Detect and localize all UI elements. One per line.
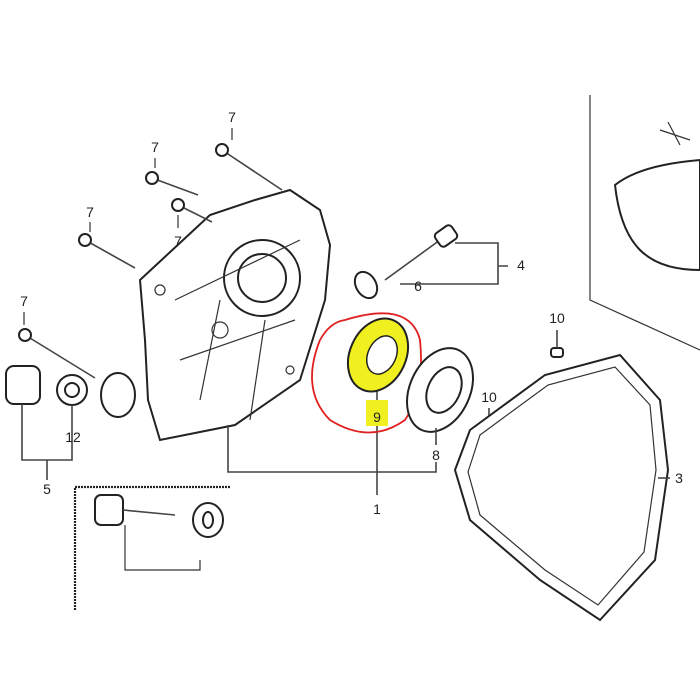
callout-5: 5	[43, 481, 51, 497]
drain-plug-group	[5, 365, 136, 480]
gasket	[453, 353, 670, 622]
callout-7: 7	[228, 109, 236, 125]
callout-9: 9	[373, 409, 381, 425]
dipstick	[353, 224, 508, 300]
callout-6: 6	[414, 278, 422, 294]
dowel-pin	[550, 347, 564, 358]
engine-block-fragment	[589, 95, 700, 351]
callout-12: 12	[65, 429, 81, 445]
callout-7: 7	[151, 139, 159, 155]
inset-box	[73, 485, 230, 610]
red-circle-mark	[311, 312, 422, 434]
callout-4: 4	[517, 257, 525, 273]
crankcase-cover	[138, 188, 332, 442]
callout-1: 1	[373, 501, 381, 517]
oil-seal-highlighted	[311, 312, 422, 434]
callout-7: 7	[20, 293, 28, 309]
callout-7: 7	[86, 204, 94, 220]
leader-cover	[227, 425, 437, 473]
bolts	[18, 128, 283, 379]
bearing	[406, 347, 474, 445]
callout-10: 10	[549, 310, 565, 326]
callout-7: 7	[174, 233, 182, 249]
callout-3: 3	[675, 470, 683, 486]
callout-10: 10	[481, 389, 497, 405]
label-highlight	[366, 400, 388, 426]
callout-8: 8	[432, 447, 440, 463]
